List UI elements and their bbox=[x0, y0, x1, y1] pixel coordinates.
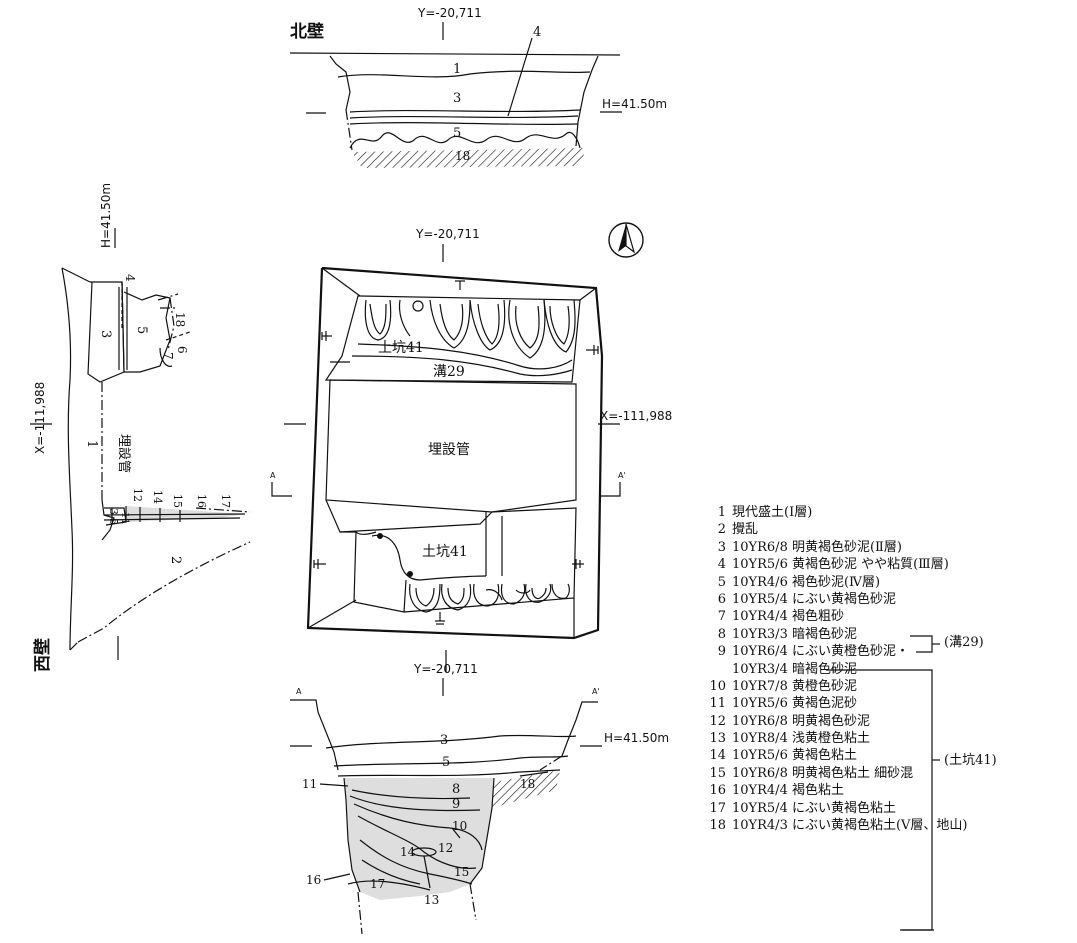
west-layer-5b: 5 bbox=[107, 518, 120, 525]
west-layer-12: 12 bbox=[131, 488, 144, 502]
west-layer-15: 15 bbox=[171, 494, 184, 508]
north-layer-4: 4 bbox=[533, 25, 541, 40]
west-elevation: H=41.50m bbox=[99, 183, 113, 248]
a-layer-14: 14 bbox=[400, 845, 416, 859]
legend-brackets bbox=[826, 635, 940, 931]
a-section-a-prime: A' bbox=[592, 687, 600, 696]
pit41-group-label: (土坑41) bbox=[944, 753, 997, 768]
plan-pipe-label: 埋設管 bbox=[428, 442, 470, 458]
a-layer-9: 9 bbox=[452, 797, 460, 812]
north-wall-section: 北壁 Y=-20,711 H=41.50m 1 3 4 5 18 bbox=[289, 6, 667, 168]
west-layer-4: 4 bbox=[123, 274, 137, 282]
west-layer-2: 2 bbox=[168, 556, 183, 564]
west-layer-14: 14 bbox=[151, 490, 164, 504]
boundary-tick-marks bbox=[313, 277, 599, 625]
a-layer-13: 13 bbox=[424, 893, 439, 907]
plan-section-a: A bbox=[270, 471, 276, 480]
west-wall-section: 西壁 X=-111,988 H=41.50m bbox=[30, 183, 251, 672]
west-layer-17: 17 bbox=[219, 494, 232, 508]
west-layer-3b: 3 bbox=[107, 508, 120, 515]
west-layer-3: 3 bbox=[98, 330, 113, 338]
a-layer-10: 10 bbox=[452, 819, 467, 833]
plan-ditch29-label: 溝29 bbox=[433, 364, 465, 380]
a-layer-12: 12 bbox=[438, 841, 453, 855]
a-layer-18: 18 bbox=[520, 777, 535, 791]
north-arrow-icon bbox=[608, 222, 644, 258]
west-x-coord: X=-111,988 bbox=[33, 382, 47, 454]
north-layer-1: 1 bbox=[453, 62, 461, 77]
a-section-a: A bbox=[296, 687, 302, 696]
west-layer-11: 11 bbox=[119, 512, 130, 525]
a-layer-11: 11 bbox=[302, 777, 317, 791]
a-layer-15: 15 bbox=[454, 865, 469, 879]
west-wall-label: 西壁 bbox=[32, 638, 53, 672]
north-wall-label: 北壁 bbox=[290, 21, 324, 42]
a-layer-16: 16 bbox=[306, 873, 321, 887]
ditch29-group-label: (溝29) bbox=[944, 635, 984, 650]
north-y-coord: Y=-20,711 bbox=[417, 6, 482, 20]
west-layer-6: 6 bbox=[175, 346, 189, 354]
west-layer-18: 18 bbox=[173, 312, 187, 327]
a-layer-5: 5 bbox=[442, 755, 450, 770]
section-a-a-prime: Y=-20,711 A A' H=41.50m bbox=[290, 662, 669, 935]
plan-pit41-bottom-label: 土坑41 bbox=[422, 544, 468, 560]
plan-x-coord: X=-111,988 bbox=[600, 409, 672, 423]
west-layer-1: 1 bbox=[84, 440, 99, 448]
plan-pit41-top-label: 土坑41 bbox=[378, 340, 424, 356]
a-elevation: H=41.50m bbox=[604, 731, 669, 745]
west-layer-5: 5 bbox=[134, 326, 149, 334]
pit41-features-bottom bbox=[409, 583, 570, 613]
plan-view: Y=-20,711 bbox=[270, 222, 672, 672]
a-layer-17: 17 bbox=[370, 877, 385, 891]
north-elevation: H=41.50m bbox=[602, 97, 667, 111]
north-layer-3: 3 bbox=[453, 91, 461, 106]
north-layer-18: 18 bbox=[455, 149, 470, 163]
pit41-features-top bbox=[364, 299, 576, 359]
plan-section-a-prime: A' bbox=[618, 471, 626, 480]
north-layer-5: 5 bbox=[453, 126, 461, 141]
plan-y-coord: Y=-20,711 bbox=[415, 227, 480, 241]
west-pipe-label: 埋設管 bbox=[116, 434, 132, 473]
a-layer-3: 3 bbox=[440, 733, 448, 748]
west-layer-16: 16 bbox=[195, 494, 208, 508]
west-layer-7: 7 bbox=[161, 352, 175, 360]
a-y-coord: Y=-20,711 bbox=[413, 662, 478, 676]
legend-row: 10YR3/4 暗褐色砂泥 bbox=[732, 661, 857, 677]
a-layer-8: 8 bbox=[452, 782, 460, 797]
